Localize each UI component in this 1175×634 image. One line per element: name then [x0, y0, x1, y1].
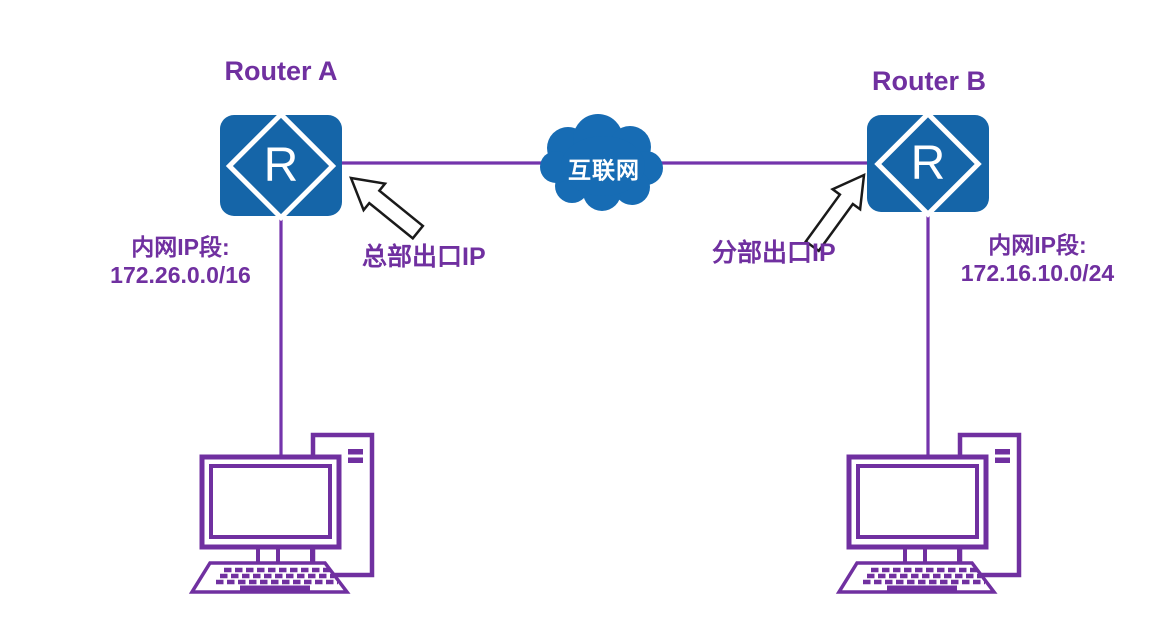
hq-exit-arrow-icon [349, 176, 425, 241]
branch-exit-ip-label: 分部出口IP [712, 239, 836, 267]
router-b-label: Router B [872, 66, 986, 96]
right-network-ip-label: 内网IP段: 172.16.10.0/24 [960, 232, 1115, 287]
left-network-ip-label: 内网IP段: 172.26.0.0/16 [110, 234, 251, 289]
router-b-letter: R [910, 136, 946, 190]
router-b-icon: R [867, 109, 989, 218]
router-a-label: Router A [224, 56, 338, 86]
internet-cloud-label: 互联网 [568, 157, 640, 183]
hq-exit-ip-label: 总部出口IP [362, 243, 486, 271]
router-a-icon: R [220, 110, 342, 221]
internet-cloud-icon [540, 114, 663, 211]
router-a-letter: R [263, 138, 299, 192]
pc-icon-right [839, 435, 1019, 592]
pc-icon-left [188, 432, 375, 594]
branch-exit-arrow-icon [804, 172, 866, 253]
